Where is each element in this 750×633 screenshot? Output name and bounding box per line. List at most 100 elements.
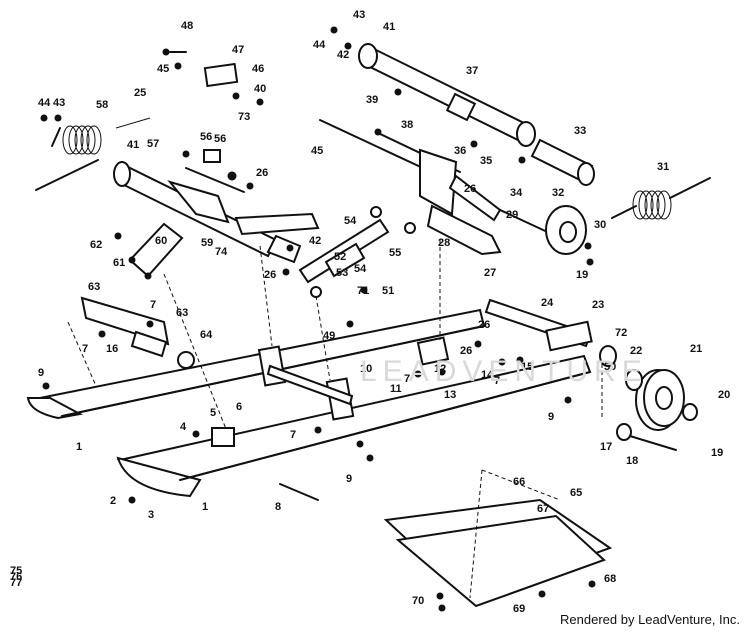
callout-1: 1 — [76, 441, 82, 453]
front-bracket — [80, 222, 195, 369]
callout-12: 12 — [434, 363, 446, 375]
callout-41: 41 — [383, 21, 395, 33]
callout-42: 42 — [337, 49, 349, 61]
idler-wheel-large — [599, 345, 698, 451]
callout-8: 8 — [275, 501, 281, 513]
callout-57: 57 — [147, 138, 159, 150]
slide-rail-right — [116, 354, 592, 498]
callout-21: 21 — [690, 343, 702, 355]
callout-26: 26 — [478, 319, 490, 331]
credit-text: Rendered by LeadVenture, Inc. — [560, 612, 740, 627]
callout-22: 22 — [630, 345, 642, 357]
front-arm-assembly — [113, 161, 320, 264]
callout-43: 43 — [353, 9, 365, 21]
callout-45: 45 — [157, 63, 169, 75]
torsion-spring-right — [611, 177, 711, 220]
callout-42: 42 — [309, 235, 321, 247]
callout-60: 60 — [155, 235, 167, 247]
callout-69: 69 — [513, 603, 525, 615]
callout-23: 23 — [592, 299, 604, 311]
hardware — [40, 26, 596, 612]
callout-67: 67 — [537, 503, 549, 515]
callout-7: 7 — [404, 373, 410, 385]
callout-19: 19 — [711, 447, 723, 459]
rail-mounts — [257, 298, 593, 421]
callout-66: 66 — [513, 476, 525, 488]
idler-wheel-small — [545, 205, 587, 255]
callout-7: 7 — [494, 375, 500, 387]
callout-72: 72 — [615, 327, 627, 339]
callout-19: 19 — [576, 269, 588, 281]
callout-56: 56 — [214, 133, 226, 145]
callout-51: 51 — [382, 285, 394, 297]
callout-34: 34 — [510, 187, 523, 199]
callout-10: 10 — [360, 363, 372, 375]
callout-30: 30 — [594, 219, 606, 231]
callout-75: 75 — [10, 565, 22, 577]
callout-18: 18 — [626, 455, 638, 467]
callout-17: 17 — [600, 441, 612, 453]
callout-15: 15 — [521, 361, 533, 373]
callout-11: 11 — [390, 383, 402, 395]
callout-9: 9 — [346, 473, 352, 485]
callout-26: 26 — [256, 167, 268, 179]
torsion-spring-left — [35, 125, 102, 191]
callout-9: 9 — [38, 367, 44, 379]
callout-44: 44 — [313, 39, 326, 51]
callout-63: 63 — [176, 307, 188, 319]
callout-6: 6 — [236, 401, 242, 413]
callout-26: 26 — [460, 345, 472, 357]
callout-44: 44 — [38, 97, 51, 109]
callout-36: 36 — [454, 145, 466, 157]
callout-77: 77 — [10, 577, 22, 589]
callout-59: 59 — [201, 237, 213, 249]
callout-14: 14 — [481, 369, 494, 381]
callout-40: 40 — [254, 83, 266, 95]
callout-7: 7 — [82, 343, 88, 355]
callout-48: 48 — [181, 20, 193, 32]
assembly-guide-lines — [67, 240, 603, 435]
callout-46: 46 — [252, 63, 264, 75]
callout-64: 64 — [200, 329, 213, 341]
callout-63: 63 — [88, 281, 100, 293]
callout-20: 20 — [718, 389, 730, 401]
callout-27: 27 — [484, 267, 496, 279]
track-section — [383, 469, 613, 608]
callout-7: 7 — [290, 429, 296, 441]
rear-arm-assembly — [419, 148, 502, 256]
callout-7: 7 — [150, 299, 156, 311]
callout-5: 5 — [210, 407, 216, 419]
callout-33: 33 — [574, 125, 586, 137]
callout-16: 16 — [106, 343, 118, 355]
callout-26: 26 — [464, 183, 476, 195]
callout-62: 62 — [90, 239, 102, 251]
callout-1: 1 — [202, 501, 208, 513]
callout-55: 55 — [389, 247, 401, 259]
callout-54: 54 — [344, 215, 357, 227]
callout-50: 50 — [604, 361, 616, 373]
callout-58: 58 — [96, 99, 108, 111]
callout-39: 39 — [366, 94, 378, 106]
callout-68: 68 — [604, 573, 616, 585]
callout-4: 4 — [180, 421, 187, 433]
callout-49: 49 — [323, 330, 335, 342]
callout-56: 56 — [200, 131, 212, 143]
shock-absorber — [298, 206, 416, 298]
callout-29: 29 — [506, 209, 518, 221]
callout-71: 71 — [357, 285, 369, 297]
callout-53: 53 — [336, 267, 348, 279]
callout-38: 38 — [401, 119, 413, 131]
callout-41: 41 — [127, 139, 139, 151]
callout-28: 28 — [438, 237, 450, 249]
callout-32: 32 — [552, 187, 564, 199]
callout-3: 3 — [148, 509, 154, 521]
callout-37: 37 — [466, 65, 478, 77]
watermark: LEADVENTURE — [360, 355, 648, 388]
callout-61: 61 — [113, 257, 125, 269]
callout-43: 43 — [53, 97, 65, 109]
callout-9: 9 — [548, 411, 554, 423]
callout-2: 2 — [110, 495, 116, 507]
